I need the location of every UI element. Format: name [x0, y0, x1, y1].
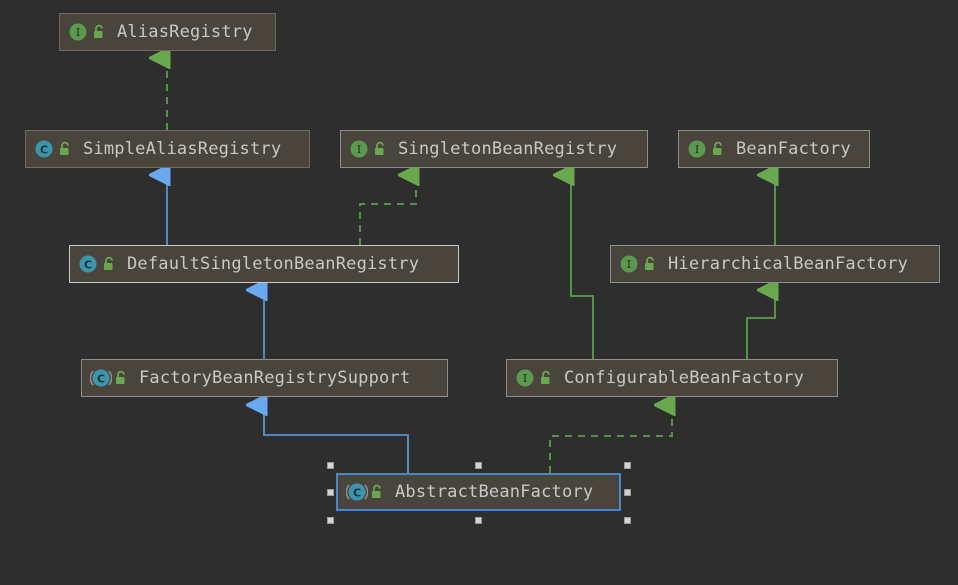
svg-text:I: I [357, 143, 361, 156]
class-node-HierarchicalBeanFactory[interactable]: I HierarchicalBeanFactory [610, 245, 940, 283]
svg-text:I: I [695, 143, 699, 156]
interface-icon: I [687, 139, 707, 159]
class-node-label: DefaultSingletonBeanRegistry [127, 254, 420, 274]
svg-text:I: I [523, 372, 527, 385]
edge-AbstractBeanFactory-to-FactoryBeanRegistrySupport-extends[interactable] [264, 405, 409, 473]
interface-icon: I [68, 22, 88, 42]
class-icon: C [78, 254, 98, 274]
class-node-SingletonBeanRegistry[interactable]: I SingletonBeanRegistry [340, 130, 648, 168]
public-lock-icon [92, 24, 107, 40]
class-node-DefaultSingletonBeanRegistry[interactable]: C DefaultSingletonBeanRegistry [69, 245, 459, 283]
svg-text:C: C [40, 144, 48, 157]
public-lock-icon [711, 141, 726, 157]
edge-AbstractBeanFactory-to-ConfigurableBeanFactory-implements[interactable] [549, 405, 672, 473]
public-lock-icon [643, 256, 658, 272]
class-node-label: SimpleAliasRegistry [83, 139, 282, 159]
interface-icon: I [515, 368, 535, 388]
handle-top-right[interactable] [624, 462, 631, 469]
class-node-BeanFactory[interactable]: I BeanFactory [678, 130, 870, 168]
svg-text:C: C [97, 373, 105, 386]
public-lock-icon [373, 141, 388, 157]
svg-text:I: I [627, 258, 631, 271]
class-icon: C [34, 139, 54, 159]
class-node-label: ConfigurableBeanFactory [564, 368, 805, 388]
class-node-ConfigurableBeanFactory[interactable]: I ConfigurableBeanFactory [506, 359, 838, 397]
edge-ConfigurableBeanFactory-to-SingletonBeanRegistry-extends-interface[interactable] [571, 175, 594, 359]
handle-top-center[interactable] [475, 462, 482, 469]
abstract-class-icon: C [90, 368, 112, 388]
class-node-label: HierarchicalBeanFactory [668, 254, 909, 274]
public-lock-icon [370, 484, 385, 500]
svg-text:C: C [84, 259, 92, 272]
handle-middle-right[interactable] [624, 489, 631, 496]
class-node-label: BeanFactory [736, 139, 851, 159]
interface-icon: I [349, 139, 369, 159]
interface-icon: I [619, 254, 639, 274]
handle-bottom-center[interactable] [475, 517, 482, 524]
class-node-label: SingletonBeanRegistry [398, 139, 618, 159]
class-node-AliasRegistry[interactable]: I AliasRegistry [59, 13, 276, 51]
public-lock-icon [114, 370, 129, 386]
handle-top-left[interactable] [327, 462, 334, 469]
handle-middle-left[interactable] [327, 489, 334, 496]
public-lock-icon [539, 370, 554, 386]
public-lock-icon [58, 141, 73, 157]
class-node-AbstractBeanFactory[interactable]: C AbstractBeanFactory [336, 473, 621, 511]
public-lock-icon [102, 256, 117, 272]
edge-DefaultSingletonBeanRegistry-to-SingletonBeanRegistry-implements[interactable] [359, 175, 416, 245]
class-node-SimpleAliasRegistry[interactable]: C SimpleAliasRegistry [25, 130, 310, 168]
handle-bottom-right[interactable] [624, 517, 631, 524]
class-node-FactoryBeanRegistrySupport[interactable]: C FactoryBeanRegistrySupport [81, 359, 448, 397]
svg-text:C: C [353, 487, 361, 500]
abstract-class-icon: C [346, 482, 368, 502]
handle-bottom-left[interactable] [327, 517, 334, 524]
svg-text:I: I [76, 26, 80, 39]
class-node-label: FactoryBeanRegistrySupport [139, 368, 411, 388]
class-node-label: AliasRegistry [117, 22, 253, 42]
class-node-label: AbstractBeanFactory [395, 482, 594, 502]
edge-ConfigurableBeanFactory-to-HierarchicalBeanFactory-extends-interface[interactable] [746, 290, 775, 359]
